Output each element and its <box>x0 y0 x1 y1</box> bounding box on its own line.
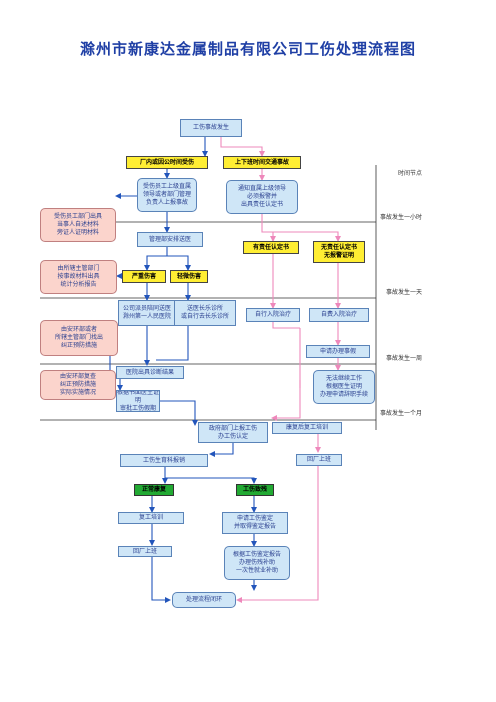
node-back-work-left: 回厂上班 <box>118 546 172 557</box>
node-accident-start: 工伤事故发生 <box>180 119 242 137</box>
timeline-mark-hour: 事故发生一小时 <box>380 214 423 221</box>
node-disability: 工伤致残 <box>236 484 274 496</box>
node-hr-arrange: 管理部安排送医 <box>137 232 203 247</box>
node-no-responsible: 无责任认定书 无报警证明 <box>313 241 365 263</box>
node-compensation: 根据工伤鉴定报告 办理伤残补助 一次性就业补助 <box>224 546 290 580</box>
node-apply-appraisal: 申请工伤鉴定 并取得鉴定报告 <box>222 512 288 534</box>
node-reimburse: 工伤生育科报销 <box>120 454 208 467</box>
node-report-factory: 受伤员工上级直属 领导或者部门管理 负责人上报事故 <box>137 178 197 212</box>
node-gov-review: 政府部门上报工伤 办工伤认定 <box>198 422 268 443</box>
node-normal-recovery: 正常康复 <box>134 484 174 496</box>
node-self-admit: 自行入院治疗 <box>246 308 300 322</box>
node-doctor-cert: 根据书面医生证明 审批工伤假期 <box>116 390 160 412</box>
node-back-work-right: 回厂上班 <box>296 454 342 466</box>
node-report-commute: 通知直属上级领导 必须报警并 出具责任认定书 <box>226 180 298 214</box>
node-hospital-minor: 送医长乐诊所 或自行去长乐诊所 <box>174 300 236 326</box>
node-branch-factory: 厂内或因公时间受伤 <box>126 156 208 169</box>
node-responsible: 有责任认定书 <box>243 241 299 254</box>
node-retrain: 复工培训 <box>118 512 184 524</box>
timeline-mark-month: 事故发生一个月 <box>380 410 423 417</box>
node-prevention-issue: 由安环部或者 所辖主管部门找出 纠正预防措施 <box>40 320 118 356</box>
node-safety-analysis: 由所辖主管部门 按事故材料出具 统计分析报告 <box>40 260 117 294</box>
node-process-close: 处理流程闭环 <box>172 592 236 608</box>
node-hospital-severe: 公司派员陪同送医 滁州第一人民医院 <box>118 300 176 326</box>
timeline-header: 时间节点 <box>398 170 423 177</box>
node-dept-docs: 受伤员工部门出具 当事人自述材料 旁证人证明材料 <box>40 208 116 242</box>
timeline-mark-week: 事故发生一周 <box>386 355 423 362</box>
node-apply-matter-leave: 申请办理事假 <box>306 345 370 358</box>
page-title: 滁州市新康达金属制品有限公司工伤处理流程图 <box>79 40 416 58</box>
node-prevention-review: 由安环部复查 纠正预防措施 实际实施情况 <box>40 370 116 400</box>
node-hospital-diagnosis: 医院出具诊断结果 <box>116 366 184 379</box>
node-self-pay: 自费入院治疗 <box>309 308 369 322</box>
node-recover-train: 康复后复工培训 <box>272 422 342 434</box>
node-no-work-resign: 无法继续工作 根据医生证明 办理申请辞职手续 <box>313 370 375 404</box>
node-minor-injury: 轻微伤害 <box>170 270 208 283</box>
timeline-lines <box>40 165 377 430</box>
node-branch-commute: 上下班时间交通事故 <box>223 156 301 169</box>
timeline-mark-day: 事故发生一天 <box>386 289 423 296</box>
node-severe-injury: 严重伤害 <box>122 270 166 283</box>
